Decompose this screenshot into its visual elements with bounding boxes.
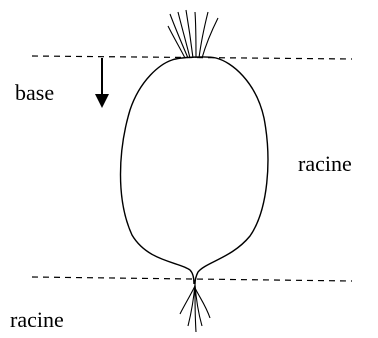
bottom-dashed-line	[31, 276, 353, 282]
down-arrow-icon	[95, 58, 109, 108]
racine-bottom-label: racine	[10, 307, 64, 332]
top-dashed-line	[31, 55, 353, 60]
bottom-roots	[179, 283, 211, 333]
base-label: base	[15, 80, 54, 105]
top-hairs	[167, 9, 219, 59]
bulb-outline	[119, 56, 269, 285]
racine-right-label: racine	[298, 151, 352, 176]
